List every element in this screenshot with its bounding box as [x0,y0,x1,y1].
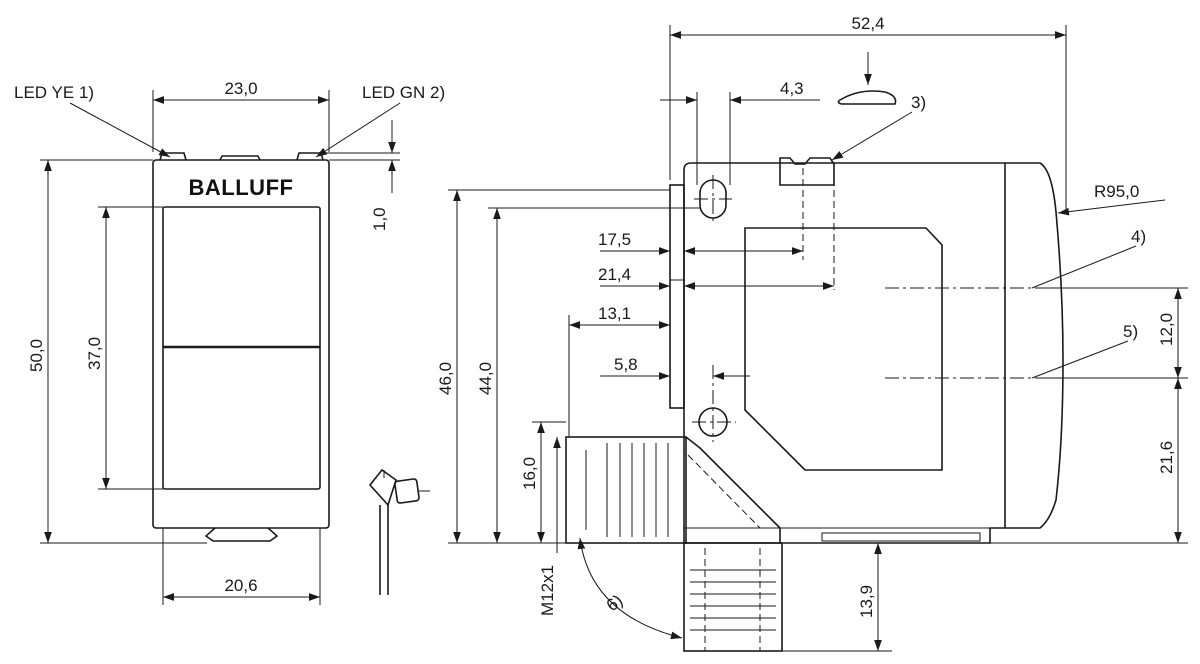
dim-17-5: 17,5 [598,230,631,249]
angled-cable-connector [368,468,430,595]
leader-led-yellow [69,102,171,158]
dim-height-hole: 44,0 [476,362,495,395]
mounting-plate [669,184,685,409]
dim-height-total-side: 46,0 [436,362,455,395]
leader-led-green [315,102,401,158]
lens-area [744,227,943,471]
note-3: 3) [911,93,926,112]
dim-hole-width: 4,3 [780,79,804,98]
dim-radius: R95,0 [1094,182,1139,201]
label-led-green: LED GN 2) [362,83,445,102]
note-4: 4) [1131,227,1146,246]
label-led-yellow: LED YE 1) [14,83,94,102]
led-right-bump [296,152,324,161]
brand-logo: BALLUFF [189,175,294,200]
dim-width-top: 23,0 [224,79,257,98]
connector-horizontal [565,436,781,544]
note-5: 5) [1123,322,1138,341]
dim-optical-axis-gap: 12,0 [1157,313,1176,346]
rotation-arc [577,537,683,640]
dim-13-1: 13,1 [598,304,631,323]
dim-length-total: 52,4 [851,14,884,33]
dim-5-8: 5,8 [614,355,638,374]
front-view: BALLUFF 23,0 LED YE 1) LED GN 2) 1,0 50,… [14,79,445,605]
dim-led-offset: 1,0 [370,207,389,231]
side-housing [683,162,1064,544]
bottom-foot [204,527,279,542]
top-led [779,157,835,186]
dim-connector-height: 16,0 [520,457,539,490]
front-housing [152,159,330,529]
bottom-rail [821,532,981,542]
led-detail-icon [837,90,897,105]
dim-height-total-front: 50,0 [27,339,46,372]
dim-thread: M12x1 [538,565,557,616]
top-center-bump [219,155,261,161]
dim-axis-height: 21,6 [1157,441,1176,474]
dim-window-height: 37,0 [85,337,104,370]
dim-21-4: 21,4 [598,265,631,284]
connector-vertical [683,542,783,652]
side-view: 52,4 4,3 3) 46,0 44,0 17,5 21,4 13,1 [436,14,1188,652]
dim-connector-drop: 13,9 [857,585,876,618]
dim-width-bottom: 20,6 [224,576,257,595]
